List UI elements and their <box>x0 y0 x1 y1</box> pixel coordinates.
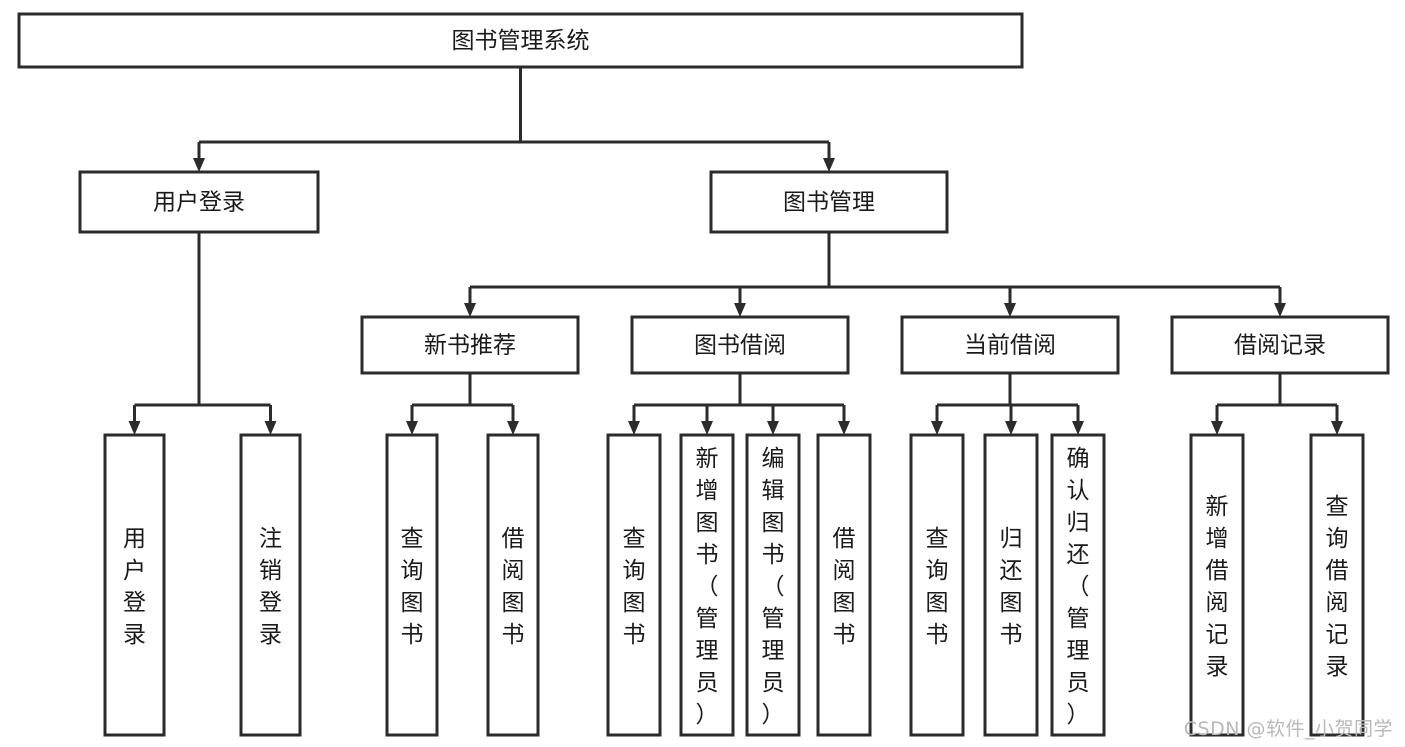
arrow-head <box>464 303 476 317</box>
node-label: 图书管理 <box>783 190 875 216</box>
node-leaf-query-book-rec[interactable]: 查询图书 <box>385 433 439 737</box>
node-leaf-add-record[interactable]: 新增借阅记录 <box>1189 433 1245 737</box>
node-leaf-borrow-book-rec[interactable]: 借阅图书 <box>486 433 540 737</box>
node-book-manage[interactable]: 图书管理 <box>709 170 949 234</box>
node-box[interactable] <box>486 433 540 737</box>
arrow-head <box>931 421 943 435</box>
node-label: 查询图书 <box>623 526 646 648</box>
node-label: 图书管理系统 <box>452 28 590 54</box>
arrow-head <box>767 421 779 435</box>
node-label: 图书借阅 <box>694 333 786 359</box>
connector-layer <box>128 67 1343 435</box>
node-box[interactable] <box>239 433 302 737</box>
node-leaf-add-book[interactable]: 新增图书（管理员） <box>679 433 735 737</box>
node-label: 注销登录 <box>259 526 282 648</box>
node-book-borrow[interactable]: 图书借阅 <box>630 315 850 375</box>
node-new-book-rec[interactable]: 新书推荐 <box>360 315 580 375</box>
node-box[interactable] <box>816 433 872 737</box>
arrow-head <box>193 158 205 172</box>
node-label: 编辑图书（管理员） <box>762 446 785 728</box>
node-label: 借阅图书 <box>502 526 525 648</box>
node-box[interactable] <box>606 433 662 737</box>
node-leaf-confirm-return[interactable]: 确认归还（管理员） <box>1050 433 1106 737</box>
arrow-head <box>406 421 418 435</box>
node-box[interactable] <box>630 315 850 375</box>
node-box[interactable] <box>900 315 1120 375</box>
arrow-head <box>128 421 141 435</box>
arrow-head <box>507 421 519 435</box>
node-label: 查询借阅记录 <box>1326 494 1349 680</box>
node-label: 确认归还（管理员） <box>1067 446 1090 728</box>
node-box[interactable] <box>103 433 166 737</box>
node-label: 用户登录 <box>153 190 245 216</box>
node-leaf-user-login[interactable]: 用户登录 <box>103 433 166 737</box>
node-label: 归还图书 <box>1000 526 1023 648</box>
arrow-head <box>701 421 713 435</box>
arrow-head <box>264 421 277 435</box>
node-label: 用户登录 <box>123 526 146 648</box>
arrow-head <box>838 421 850 435</box>
node-label: 查询图书 <box>401 526 424 648</box>
node-label: 查询图书 <box>926 526 949 648</box>
node-box[interactable] <box>1309 433 1365 737</box>
arrow-head <box>1005 421 1017 435</box>
node-box[interactable] <box>1170 315 1390 375</box>
node-leaf-query-book-current[interactable]: 查询图书 <box>909 433 965 737</box>
node-box[interactable] <box>17 12 1024 69</box>
node-leaf-edit-book[interactable]: 编辑图书（管理员） <box>745 433 801 737</box>
node-box[interactable] <box>360 315 580 375</box>
node-box[interactable] <box>1189 433 1245 737</box>
node-current-borrow[interactable]: 当前借阅 <box>900 315 1120 375</box>
node-leaf-query-book-borrow[interactable]: 查询图书 <box>606 433 662 737</box>
node-label: 借阅图书 <box>833 526 856 648</box>
node-box[interactable] <box>78 170 320 234</box>
node-box[interactable] <box>983 433 1039 737</box>
arrow-head <box>1211 421 1223 435</box>
node-layer: 图书管理系统用户登录图书管理新书推荐图书借阅当前借阅借阅记录用户登录注销登录查询… <box>17 12 1390 737</box>
node-borrow-record[interactable]: 借阅记录 <box>1170 315 1390 375</box>
node-label: 当前借阅 <box>964 333 1056 359</box>
node-box[interactable] <box>909 433 965 737</box>
node-root-图书管理系统[interactable]: 图书管理系统 <box>17 12 1024 69</box>
node-box[interactable] <box>709 170 949 234</box>
arrow-head <box>1274 303 1286 317</box>
arrow-head <box>734 303 746 317</box>
node-box[interactable] <box>745 433 801 737</box>
arrow-head <box>1331 421 1343 435</box>
node-leaf-user-logout[interactable]: 注销登录 <box>239 433 302 737</box>
node-box[interactable] <box>679 433 735 737</box>
node-box[interactable] <box>385 433 439 737</box>
node-label: 新书推荐 <box>424 333 516 359</box>
arrow-head <box>1004 303 1016 317</box>
node-leaf-query-record[interactable]: 查询借阅记录 <box>1309 433 1365 737</box>
arrow-head <box>1072 421 1084 435</box>
node-label: 新增借阅记录 <box>1206 494 1229 680</box>
node-user-login[interactable]: 用户登录 <box>78 170 320 234</box>
node-box[interactable] <box>1050 433 1106 737</box>
node-leaf-borrow-book[interactable]: 借阅图书 <box>816 433 872 737</box>
node-label: 借阅记录 <box>1234 333 1326 359</box>
node-label: 新增图书（管理员） <box>696 446 719 728</box>
arrow-head <box>628 421 640 435</box>
arrow-head <box>823 158 835 172</box>
node-leaf-return-book[interactable]: 归还图书 <box>983 433 1039 737</box>
